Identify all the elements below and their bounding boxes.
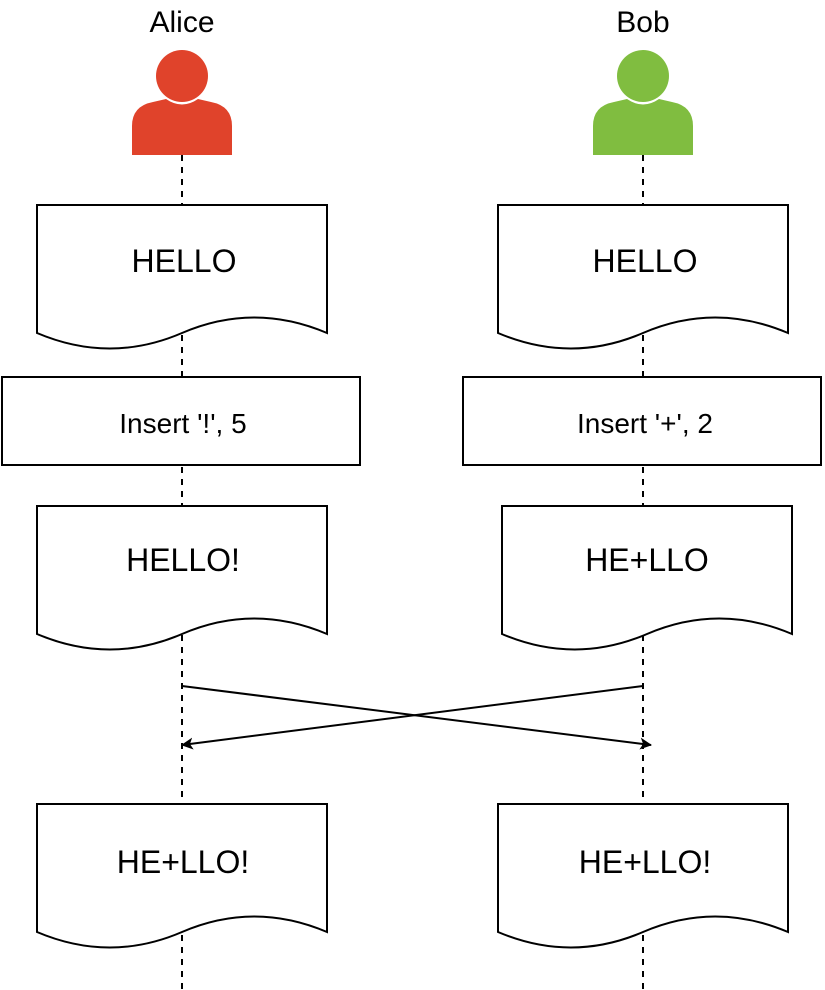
bob-operation-text: Insert '+', 2 (577, 408, 713, 439)
alice-operation-box: Insert '!', 5 (1, 376, 361, 466)
bob-local-document: HE+LLO (501, 505, 793, 651)
bob-initial-document: HELLO (497, 204, 789, 350)
alice-final-document: HE+LLO! (36, 803, 328, 949)
alice-final-doc-text: HE+LLO! (117, 844, 250, 880)
alice-initial-doc-text: HELLO (132, 243, 237, 279)
person-icon (593, 50, 693, 155)
alice-local-doc-text: HELLO! (126, 542, 240, 578)
bob-operation-box: Insert '+', 2 (462, 376, 822, 466)
person-icon (132, 50, 232, 155)
alice-local-document: HELLO! (36, 505, 328, 651)
bob-local-doc-text: HE+LLO (585, 542, 709, 578)
bob-final-doc-text: HE+LLO! (579, 844, 712, 880)
alice-name: Alice (149, 6, 214, 39)
message-bob-to-alice (181, 685, 644, 750)
bob-initial-doc-text: HELLO (593, 243, 698, 279)
alice-actor: Alice (132, 6, 232, 155)
bob-name: Bob (616, 6, 669, 39)
bob-final-document: HE+LLO! (497, 803, 789, 949)
alice-operation-text: Insert '!', 5 (119, 408, 246, 439)
alice-initial-document: HELLO (36, 204, 328, 350)
bob-actor: Bob (593, 6, 693, 155)
